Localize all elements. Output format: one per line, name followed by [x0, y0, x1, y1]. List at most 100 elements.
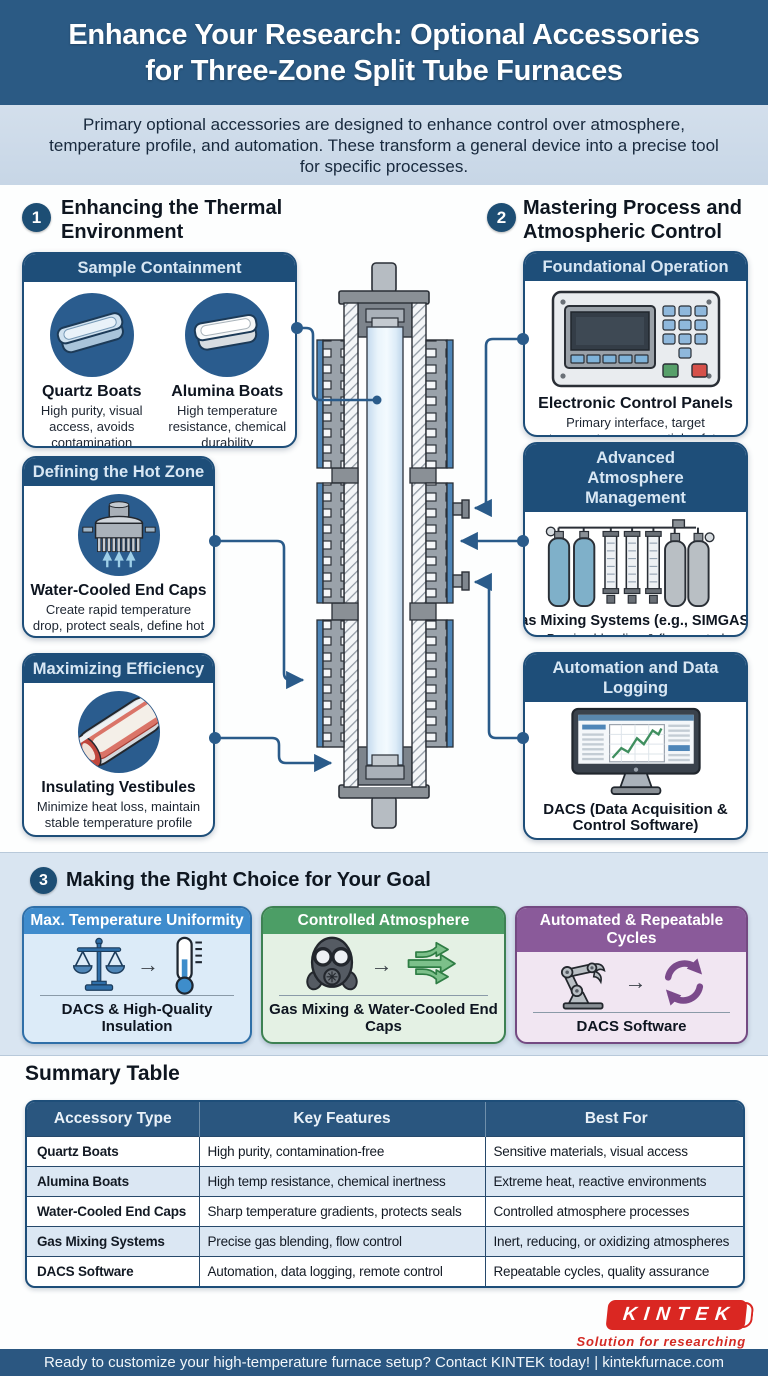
end-caps-desc: Create rapid temperature drop, protect s… [32, 602, 205, 636]
cell: High temp resistance, chemical inertness [199, 1166, 486, 1197]
cell: Repeatable cycles, quality assurance [485, 1256, 743, 1286]
section1-badge: 1 [22, 203, 51, 232]
cell: Automation, data logging, remote control [199, 1256, 486, 1286]
vestibules-desc: Minimize heat loss, maintain stable temp… [36, 799, 201, 830]
page-title-line1: Enhance Your Research: Optional Accessor… [68, 18, 700, 51]
goal-atmosphere-label: Gas Mixing & Water-Cooled End Caps [269, 1001, 498, 1035]
thermometer-icon [169, 935, 203, 995]
header-band: Enhance Your Research: Optional Accessor… [0, 0, 768, 105]
card-hot-zone: Defining the Hot Zone [22, 456, 215, 638]
goal-automation-label: DACS Software [576, 1018, 687, 1035]
section2-title: Mastering Process and Atmospheric Contro… [523, 197, 742, 243]
card-sample-containment-header: Sample Containment [24, 254, 295, 282]
control-panel-icon [550, 290, 722, 390]
heater-zones [316, 339, 454, 748]
cell: Sensitive materials, visual access [485, 1136, 743, 1167]
gas-mixing-system-icon [538, 516, 733, 608]
goal-card-automation: Automated & Repeatable Cycles [515, 906, 748, 1044]
quartz-boat-icon [49, 292, 135, 378]
dacs-monitor-icon [562, 707, 710, 797]
summary-table: Accessory Type Key Features Best For Qua… [25, 1100, 745, 1288]
furnace-bottom-stub [371, 795, 397, 829]
card-sample-containment: Sample Containment [22, 252, 297, 448]
table-row: Alumina Boats High temp resistance, chem… [27, 1166, 743, 1197]
gas-flow-arrows-icon [403, 936, 465, 994]
end-caps-name: Water-Cooled End Caps [30, 582, 207, 599]
col-best-for: Best For [485, 1102, 743, 1137]
furnace-top-stub [371, 262, 397, 294]
card-foundational-header: Foundational Operation [525, 253, 746, 281]
main-diagram-area: 1 Enhancing the Thermal Environment 2 Ma… [0, 185, 768, 852]
cell: Water-Cooled End Caps [27, 1196, 200, 1227]
quartz-boats-desc: High purity, visual access, avoids conta… [40, 403, 143, 448]
dacs-desc: Unlock automation, program complex therm… [532, 836, 740, 838]
cell: Gas Mixing Systems [27, 1226, 200, 1257]
card-atmosphere-header: Advanced Atmosphere Management [525, 444, 746, 512]
goal-uniformity-header: Max. Temperature Uniformity [24, 908, 250, 934]
intro-text: Primary optional accessories are designe… [49, 114, 719, 176]
quartz-boats-name: Quartz Boats [41, 383, 142, 400]
cell: Alumina Boats [27, 1166, 200, 1197]
table-row: Quartz Boats High purity, contamination-… [27, 1136, 743, 1167]
goal-uniformity-label: DACS & High-Quality Insulation [61, 1001, 213, 1035]
cell: Inert, reducing, or oxidizing atmosphere… [485, 1226, 743, 1257]
water-cooled-end-cap-icon [77, 493, 161, 577]
col-accessory-type: Accessory Type [27, 1102, 200, 1137]
gas-mixing-name: Gas Mixing Systems (e.g., SIMGAS4) [525, 613, 748, 629]
card-hot-zone-header: Defining the Hot Zone [24, 458, 213, 486]
card-efficiency: Maximizing Efficiency [22, 653, 215, 837]
dacs-name: DACS (Data Acquisition & Control Softwar… [543, 801, 728, 834]
kintek-logo-tagline: Solution for researching [576, 1334, 746, 1349]
section3-title: Making the Right Choice for Your Goal [66, 869, 431, 891]
cell: Controlled atmosphere processes [485, 1196, 743, 1227]
alumina-boat-icon [184, 292, 270, 378]
alumina-boats-name: Alumina Boats [171, 383, 284, 400]
gas-port-nozzles [452, 499, 470, 591]
cell: Quartz Boats [27, 1136, 200, 1167]
card-efficiency-header: Maximizing Efficiency [24, 655, 213, 683]
furnace-tube [366, 326, 404, 766]
goals-band: 3 Making the Right Choice for Your Goal … [0, 852, 768, 1056]
table-row: DACS Software Automation, data logging, … [27, 1256, 743, 1286]
intro-band: Primary optional accessories are designe… [0, 105, 768, 185]
card-automation-header: Automation and Data Logging [525, 654, 746, 702]
robot-arm-icon [553, 953, 615, 1011]
cell: Precise gas blending, flow control [199, 1226, 486, 1257]
footer-band: Ready to customize your high-temperature… [0, 1349, 768, 1376]
alumina-boats-desc: High temperature resistance, chemical du… [168, 403, 287, 448]
section1-title: Enhancing the Thermal Environment [61, 197, 283, 243]
col-key-features: Key Features [199, 1102, 486, 1137]
section3-badge: 3 [30, 867, 57, 894]
insulating-vestibule-icon [76, 690, 161, 774]
gas-mixing-desc: Precise blending & flow control of multi… [541, 631, 731, 635]
goal-card-atmosphere: Controlled Atmosphere → [261, 906, 506, 1044]
goal-atmosphere-header: Controlled Atmosphere [263, 908, 504, 934]
arrow-right-icon: → [370, 951, 393, 977]
footer-text: Ready to customize your high-temperature… [43, 1354, 725, 1371]
section2-badge: 2 [487, 203, 516, 232]
control-panels-desc: Primary interface, target temperatures, … [549, 415, 722, 435]
cell: Sharp temperature gradients, protects se… [199, 1196, 486, 1227]
goal-card-uniformity: Max. Temperature Uniformity [22, 906, 252, 1044]
cycle-arrows-icon [657, 955, 711, 1009]
kintek-logo-wordmark: KINTEK [605, 1300, 748, 1330]
arrow-right-icon: → [624, 969, 647, 994]
table-header-row: Accessory Type Key Features Best For [27, 1102, 743, 1137]
table-row: Water-Cooled End Caps Sharp temperature … [27, 1196, 743, 1227]
card-automation: Automation and Data Logging [523, 652, 748, 840]
card-atmosphere: Advanced Atmosphere Management [523, 442, 748, 637]
cell: DACS Software [27, 1256, 200, 1286]
control-panels-name: Electronic Control Panels [538, 395, 733, 412]
goal-automation-header: Automated & Repeatable Cycles [517, 908, 746, 952]
card-foundational: Foundational Operation [523, 251, 748, 437]
cell: Extreme heat, reactive environments [485, 1166, 743, 1197]
vestibules-name: Insulating Vestibules [41, 779, 196, 796]
arrow-right-icon: → [137, 951, 159, 977]
cell: High purity, contamination-free [199, 1136, 486, 1167]
page-title-line2: for Three-Zone Split Tube Furnaces [145, 54, 623, 87]
gas-mask-icon [303, 935, 361, 995]
table-row: Gas Mixing Systems Precise gas blending,… [27, 1226, 743, 1257]
kintek-logo: KINTEK Solution for researching [576, 1300, 748, 1349]
summary-table-title: Summary Table [25, 1062, 180, 1085]
